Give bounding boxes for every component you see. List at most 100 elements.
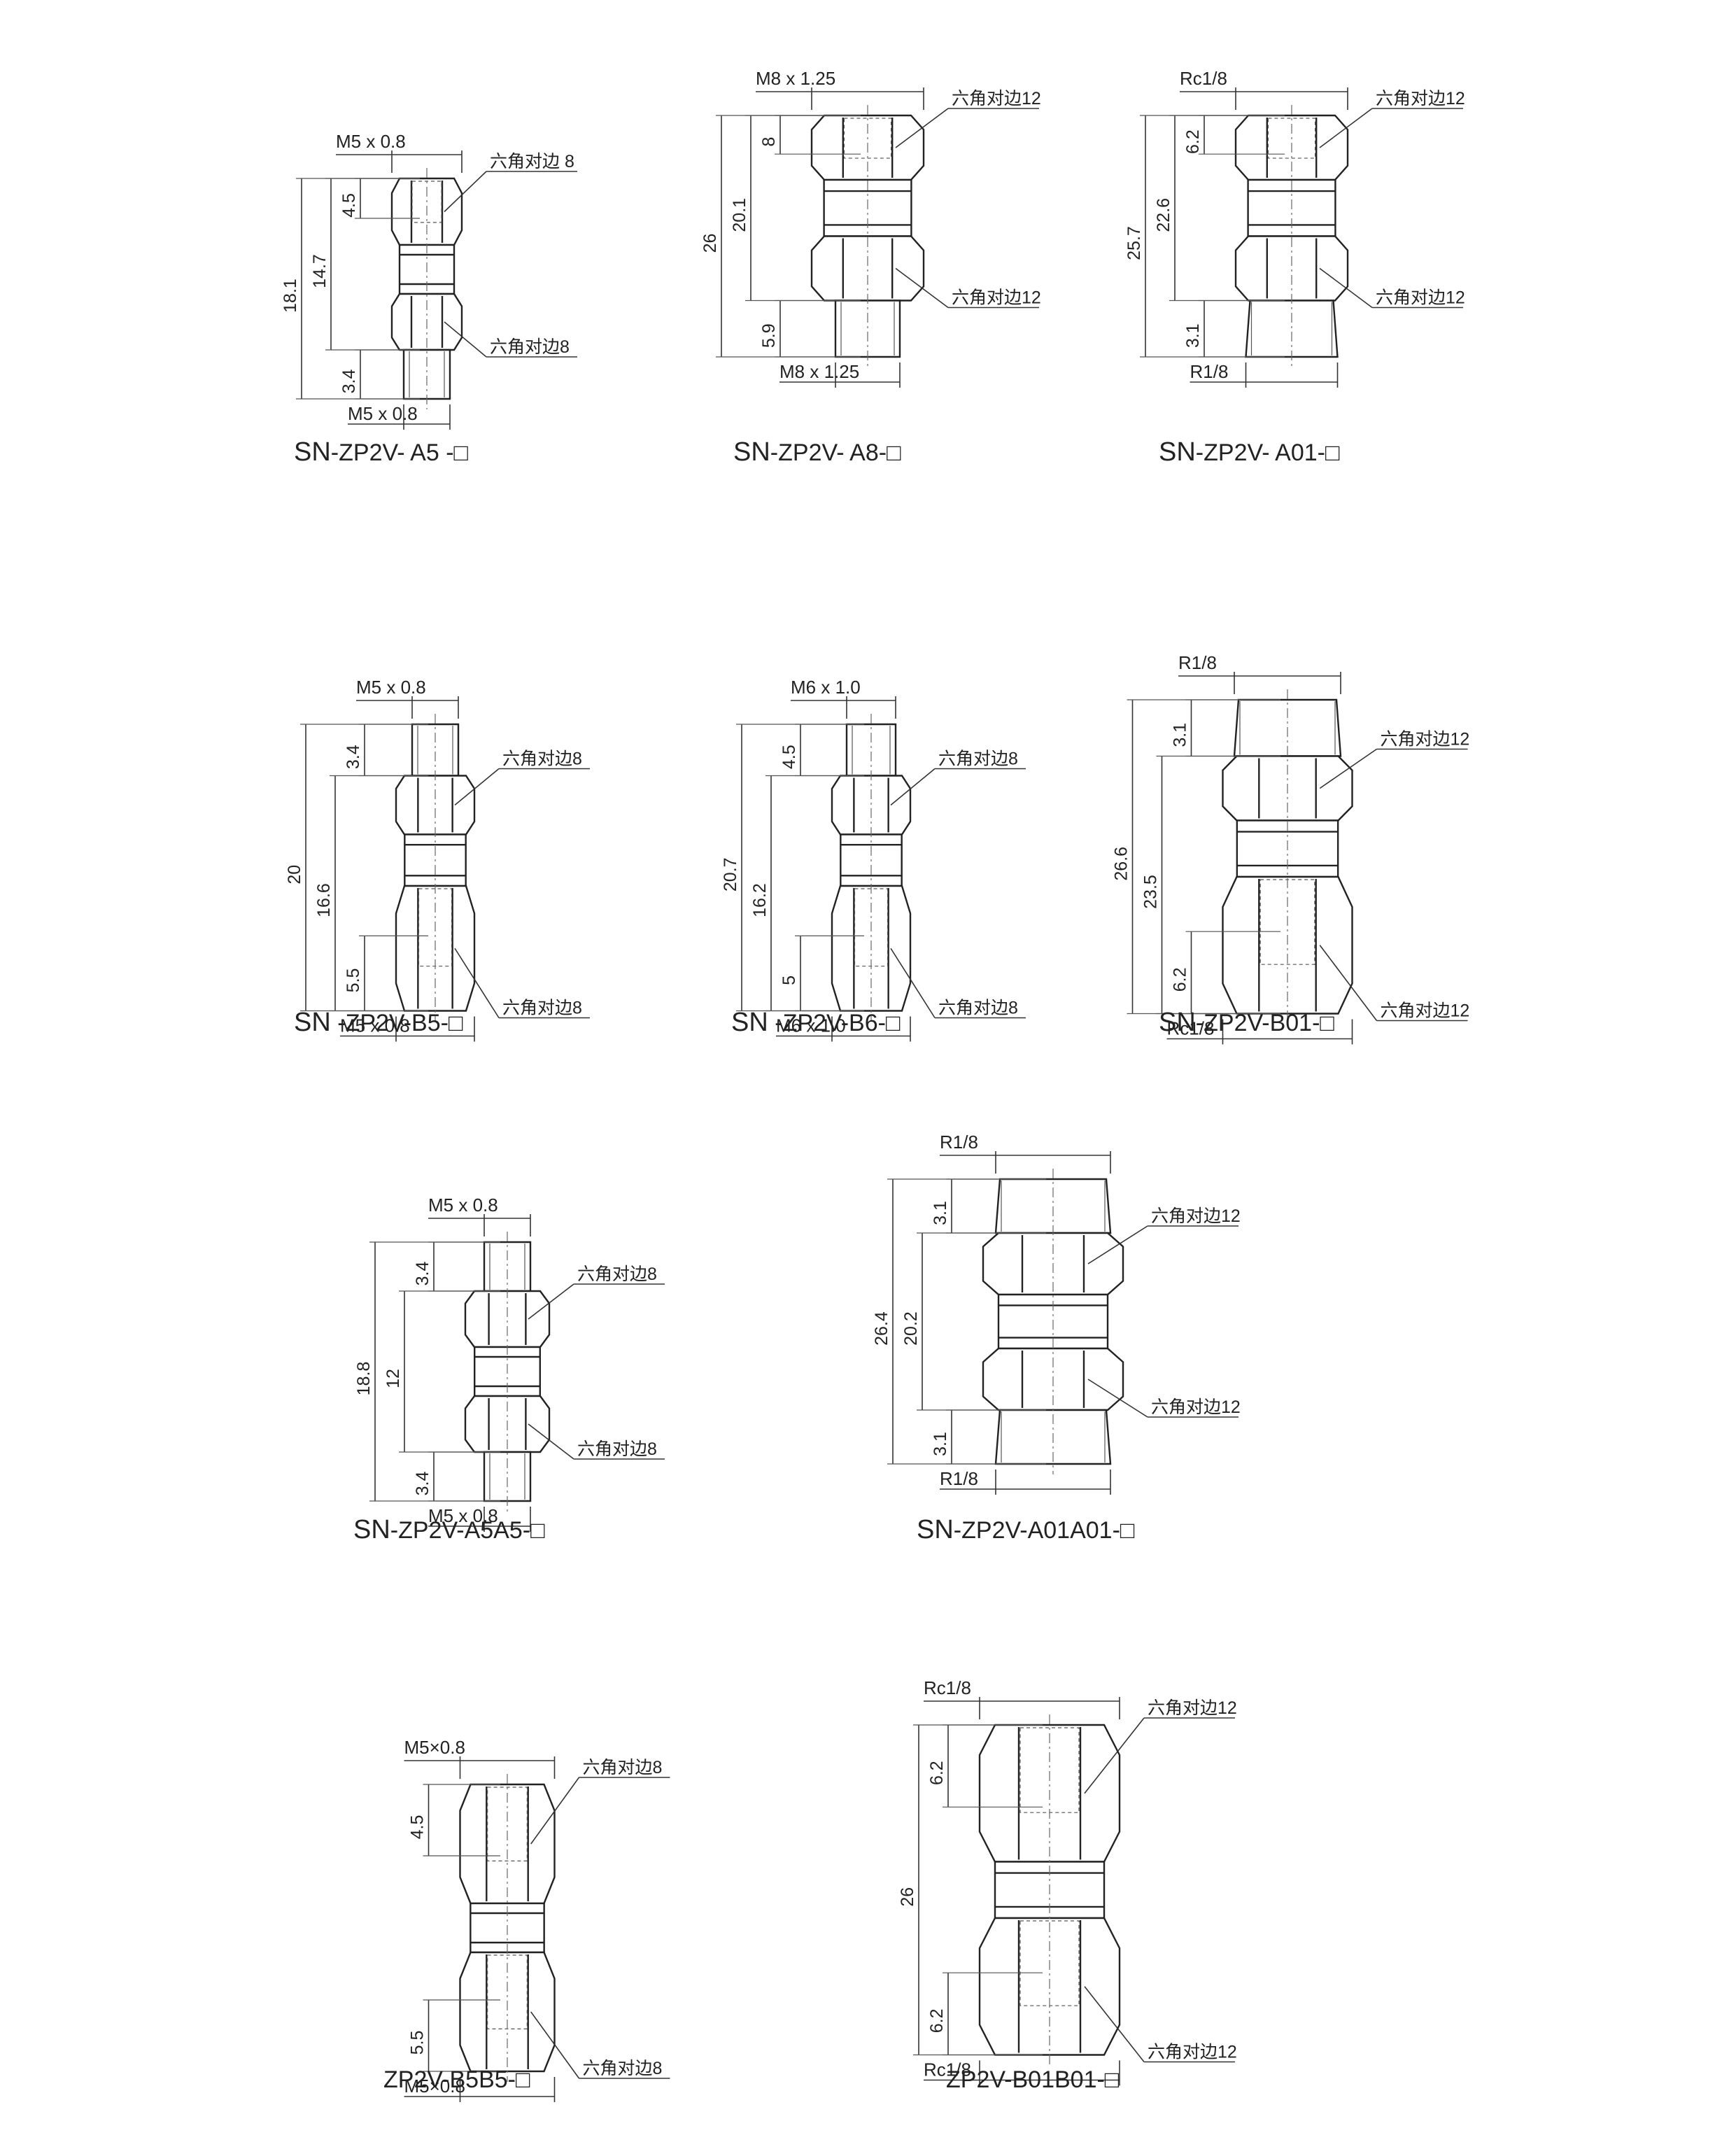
leader-line [890,947,936,1018]
hex-upper-label: 六角对边 8 [490,152,574,171]
dim-body: 23.5 [1141,875,1161,909]
dim-bottom-length: 3.1 [1183,323,1203,348]
leader-line [454,768,500,806]
hex-upper-label: 六角对边8 [502,749,582,769]
leader-line [1087,1379,1148,1418]
hex-nut [464,1290,551,1348]
dim-top-length: 3.4 [413,1262,432,1286]
hex-lower-label: 六角对边12 [1376,288,1465,308]
top-thread-label: M5 x 0.8 [336,131,406,152]
neck-body [404,833,467,887]
caption-b01: SN-ZP2V-B01-□ [1159,1008,1334,1037]
hex-upper-label: 六角对边12 [952,89,1041,108]
hex-lower-label: 六角对边8 [938,999,1018,1018]
bottom-thread-label: M5 x 0.8 [340,1015,410,1036]
dim-total: 26.4 [872,1311,891,1346]
bottom-thread-label: R1/8 [1190,361,1229,382]
dim-bottom-depth: 6.2 [1171,967,1190,992]
dim-bottom-length: 3.4 [413,1472,432,1496]
male-thread [994,1178,1112,1234]
dim-top-depth: 4.5 [339,193,359,218]
dim-body: 12 [383,1369,403,1388]
dim-top-length: 4.5 [779,745,799,769]
top-thread-label: M6 x 1.0 [791,677,861,698]
dim-total: 26.6 [1112,847,1131,881]
leader-line [1319,108,1373,148]
top-thread-label: Rc1/8 [924,1677,971,1698]
leader-line [444,171,487,213]
caption-b5b5: ZP2V-B5B5-□ [383,2066,530,2093]
male-thread [411,723,460,777]
dim-total: 20 [285,865,304,885]
leader-line [1319,267,1373,309]
dim-bottom-length: 3.4 [339,369,359,394]
caption-a01a01: SN-ZP2V-A01A01-□ [917,1515,1135,1544]
dim-top-depth: 6.2 [927,1761,947,1785]
male-thread [834,300,901,358]
hex-lower-label: 六角对边12 [1148,2043,1237,2062]
dim-top-length: 3.4 [344,745,363,769]
dim-top-depth: 6.2 [1183,129,1203,154]
dim-top-length: 3.1 [931,1201,950,1225]
dim-total: 20.7 [721,857,740,892]
hex-upper-label: 六角对边12 [1376,89,1465,108]
hex-lower-label: 六角对边8 [502,999,582,1018]
hex-nut [810,235,925,302]
dim-total: 18.8 [354,1362,374,1396]
hex-upper-label: 六角对边8 [938,749,1018,769]
bottom-thread-label: Rc1/8 [1167,1018,1215,1039]
hex-lower-label: 六角对边8 [577,1439,657,1459]
top-thread-label: M5 x 0.8 [356,677,426,698]
female-thread [1267,118,1316,159]
dim-body: 22.6 [1154,198,1173,232]
leader-line [530,1777,580,1845]
hex-upper-label: 六角对边12 [1151,1206,1241,1226]
dim-body: 20.2 [901,1311,921,1346]
dim-top-depth: 4.5 [408,1815,428,1840]
hex-upper-label: 六角对边12 [1381,730,1470,749]
dim-bottom-depth: 5.5 [408,2031,428,2055]
dim-body: 14.7 [310,254,330,288]
leader-line [1084,1717,1145,1794]
dim-body: 16.6 [314,883,334,917]
leader-line [444,321,487,358]
caption-b6: SN -ZP2V-B6-□ [731,1008,901,1037]
bottom-thread-label: R1/8 [940,1468,978,1489]
bottom-thread-label: M5 x 0.8 [348,403,418,424]
dim-bottom-depth: 5.5 [344,968,363,993]
leader-line [1319,748,1377,789]
hex-upper-label: 六角对边12 [1148,1698,1237,1718]
dim-body: 16.2 [750,883,770,917]
dim-bottom-depth: 5 [779,975,799,985]
caption-a8: SN-ZP2V- A8-□ [733,437,901,467]
leader-line [895,267,949,309]
dim-bottom-depth: 6.2 [927,2008,947,2033]
dim-total: 26 [898,1887,917,1907]
hex-upper-label: 六角对边8 [577,1264,657,1284]
dim-total: 18.1 [281,279,300,313]
hex-nut [1234,235,1349,302]
dim-top-length: 3.1 [1171,723,1190,747]
top-thread-label: R1/8 [940,1132,978,1153]
male-thread [483,1451,532,1502]
hex-nut [1222,875,1353,1015]
hex-nut [459,1951,556,2073]
caption-b01b01: ZP2V-B01B01-□ [946,2066,1120,2093]
hex-lower-label: 六角对边8 [490,337,570,357]
male-thread [1245,300,1339,358]
leader-line [895,108,949,148]
caption-a01: SN-ZP2V- A01-□ [1159,437,1340,467]
hex-upper-label: 六角对边8 [583,1758,663,1777]
dim-total: 25.7 [1124,226,1144,260]
leader-line [890,768,936,806]
hex-lower-label: 六角对边12 [1381,1001,1470,1021]
caption-b5: SN -ZP2V-B5-□ [294,1008,463,1037]
